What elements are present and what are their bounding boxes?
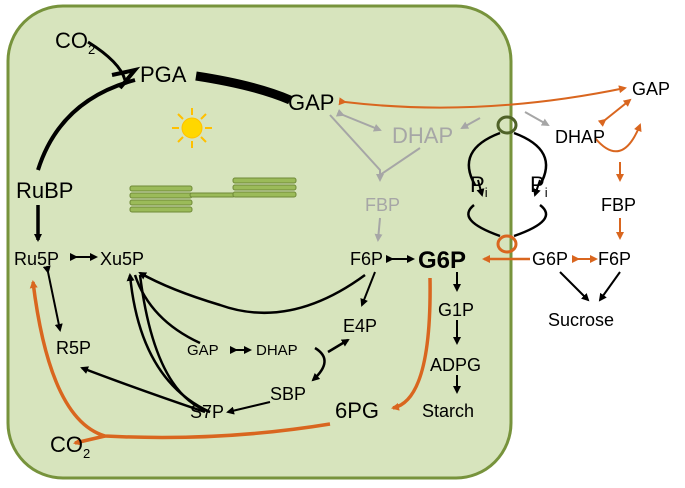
label-xu5p: Xu5P bbox=[100, 249, 144, 269]
label-pi-right: Pi bbox=[530, 172, 548, 200]
label-ru5p: Ru5P bbox=[14, 249, 59, 269]
transporter-ring-icon bbox=[496, 234, 518, 254]
label-co2-top: CO2 bbox=[55, 28, 95, 57]
label-sucrose: Sucrose bbox=[548, 310, 614, 330]
thylakoid-stack-icon bbox=[129, 177, 297, 213]
label-g6p-cytosol: G6P bbox=[532, 249, 568, 269]
label-r5p: R5P bbox=[56, 338, 91, 358]
sun-icon bbox=[172, 108, 212, 148]
label-dhap-inner: DHAP bbox=[256, 342, 298, 359]
label-s7p: S7P bbox=[190, 402, 224, 422]
label-dhap-cytosol: DHAP bbox=[555, 127, 605, 147]
transporter-ring-icon bbox=[496, 115, 518, 135]
label-g1p: G1P bbox=[438, 300, 474, 320]
label-6pg: 6PG bbox=[335, 398, 379, 423]
label-pga: PGA bbox=[140, 62, 187, 87]
label-e4p: E4P bbox=[343, 316, 377, 336]
label-fbp-chloroplast: FBP bbox=[365, 195, 400, 215]
label-f6p-chloroplast: F6P bbox=[350, 249, 383, 269]
label-gap-chloroplast: GAP bbox=[288, 90, 334, 115]
label-dhap-chloroplast: DHAP bbox=[392, 123, 453, 148]
label-g6p-chloroplast: G6P bbox=[418, 247, 466, 274]
chloroplast-compartment bbox=[6, 4, 513, 480]
label-co2-bottom: CO2 bbox=[50, 432, 90, 461]
label-starch: Starch bbox=[422, 401, 474, 421]
label-sbp: SBP bbox=[270, 384, 306, 404]
label-rubp: RuBP bbox=[16, 178, 73, 203]
label-fbp-cytosol: FBP bbox=[601, 195, 636, 215]
label-gap-inner: GAP bbox=[187, 342, 219, 359]
label-gap-cytosol: GAP bbox=[632, 79, 670, 99]
label-pi-left: Pi bbox=[470, 172, 488, 200]
label-f6p-cytosol: F6P bbox=[598, 249, 631, 269]
label-adpg: ADPG bbox=[430, 355, 481, 375]
